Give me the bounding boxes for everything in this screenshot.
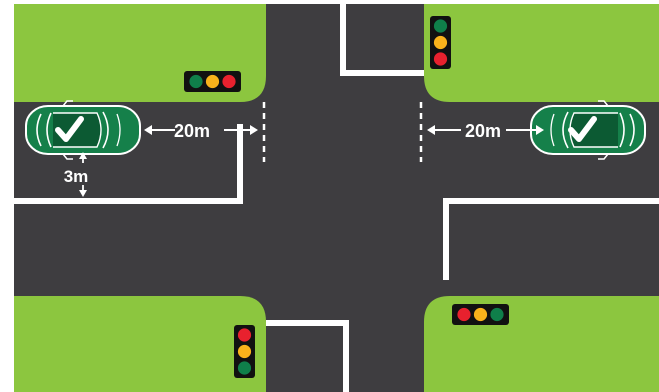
distance-label-left: 20m <box>174 121 210 141</box>
traffic-light-lamp-red <box>433 52 448 66</box>
distance-marker-right: 20m <box>427 121 544 141</box>
traffic-light-lamp-red <box>237 328 252 342</box>
traffic-light-lamp-amber <box>205 74 220 89</box>
car-icon <box>530 100 646 160</box>
lane-line-right <box>443 198 659 280</box>
car-icon <box>25 100 141 160</box>
distance-marker-kerb: 3m <box>64 152 89 197</box>
traffic-light-lamp-green <box>237 361 252 375</box>
traffic-light-top-left <box>184 71 241 92</box>
arrow-icon <box>144 125 152 135</box>
lane-line-top <box>340 4 424 76</box>
car-body <box>25 100 141 160</box>
arrow-icon <box>79 152 87 159</box>
traffic-light-lamp-red <box>457 307 471 322</box>
traffic-light-bottom-left <box>234 325 255 378</box>
car-right <box>530 100 646 160</box>
traffic-light-lamp-green <box>433 19 448 33</box>
traffic-light-lamp-amber <box>433 35 448 50</box>
car-left <box>25 100 141 160</box>
lane-line-left <box>14 124 243 204</box>
traffic-light-lamp-amber <box>237 344 252 359</box>
distance-label-right: 20m <box>465 121 501 141</box>
traffic-light-lamp-green <box>490 307 504 322</box>
check-mark-icon <box>568 116 597 142</box>
arrow-icon <box>250 125 258 135</box>
check-mark-icon <box>55 116 84 142</box>
arrow-icon <box>427 125 435 135</box>
lane-line-bottom <box>266 320 349 392</box>
lane-markings <box>14 4 659 392</box>
traffic-light-top-right <box>430 16 451 69</box>
arrow-icon <box>79 190 87 197</box>
traffic-light-bottom-right <box>452 304 509 325</box>
arrow-icon <box>536 125 544 135</box>
grass-corner-bottom-left <box>14 296 266 392</box>
distance-label-kerb: 3m <box>64 167 89 186</box>
traffic-light-lamp-amber <box>473 307 488 322</box>
grass-corner-top-right <box>424 4 659 102</box>
traffic-light-lamp-green <box>189 74 203 89</box>
distance-marker-left: 20m <box>144 121 258 141</box>
traffic-light-lamp-red <box>222 74 236 89</box>
